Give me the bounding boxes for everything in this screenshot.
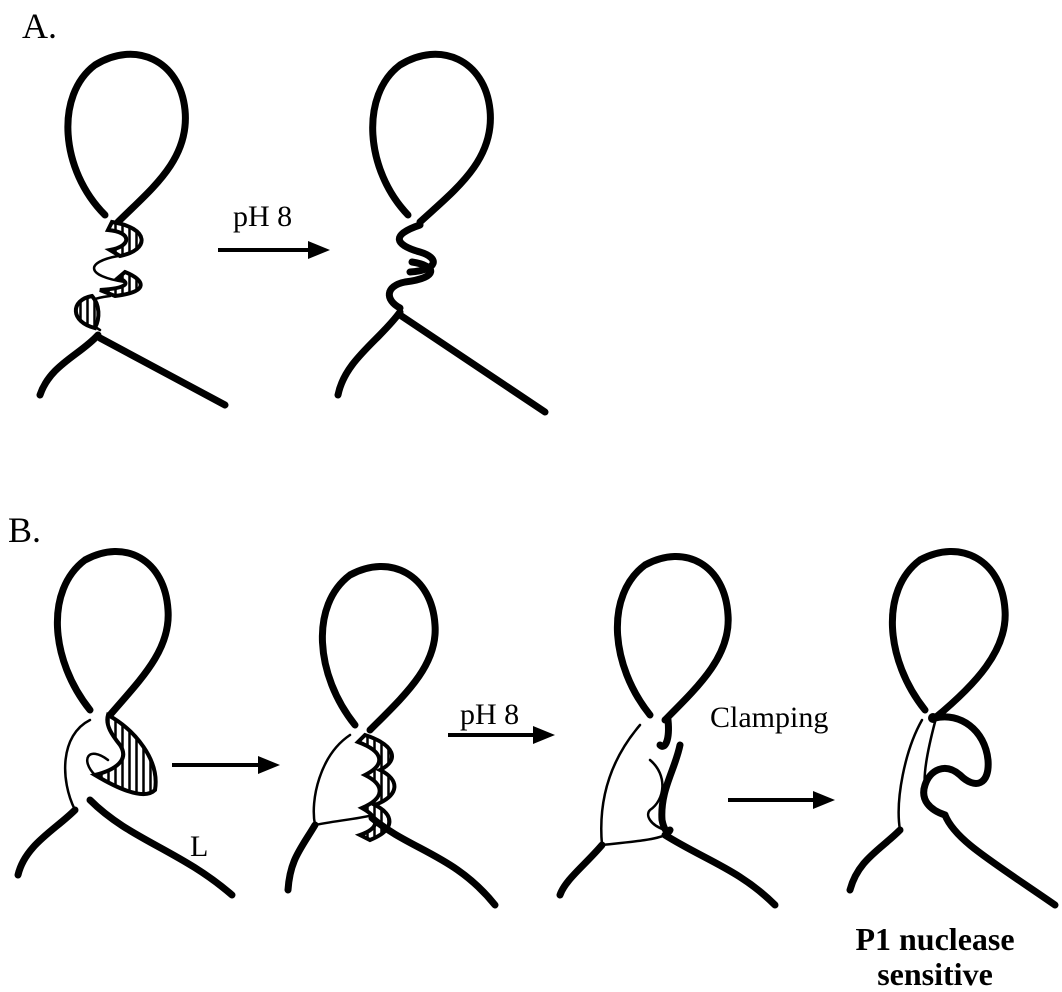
panel-a-structure-2 [338,54,545,412]
panel-b-note-line2: sensitive [820,957,1050,992]
panel-b-step1-label: pH 8 [460,700,519,730]
panel-b-arrow-3 [728,791,835,809]
panel-a-label: A. [22,8,57,44]
panel-b-structure-4 [850,551,1055,905]
panel-b-note: P1 nuclease sensitive [820,922,1050,992]
panel-a-arrow [218,241,330,259]
panel-a-step-label: pH 8 [233,202,292,232]
panel-b-label: B. [8,512,41,548]
panel-b-arrow-1 [172,756,280,774]
panel-b-strand-label: L [190,832,208,862]
panel-b-note-line1: P1 nuclease [820,922,1050,957]
panel-a-structure-1 [40,54,225,405]
panel-b-step2-label: Clamping [710,703,828,733]
